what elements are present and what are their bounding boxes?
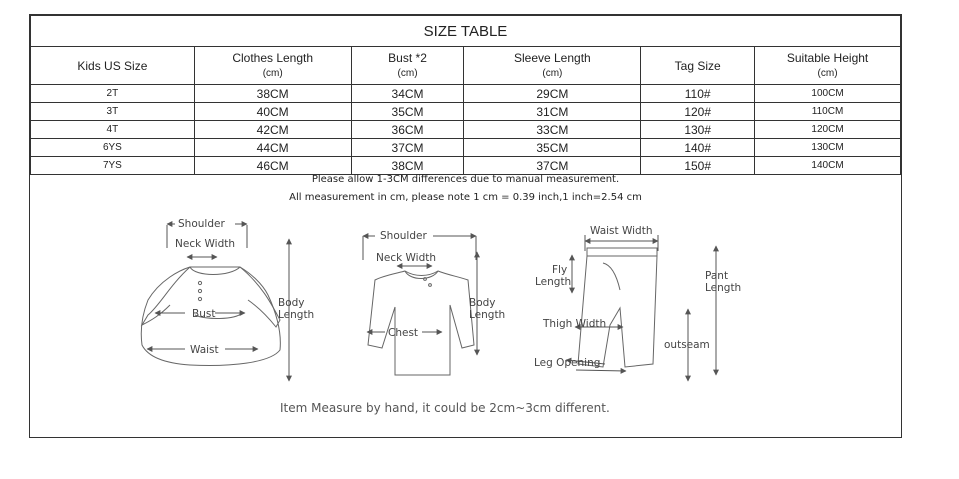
label-shirt-body: Body <box>469 297 496 309</box>
cell-size: 7YS <box>30 156 195 175</box>
header-bust: Bust *2(cm) <box>350 46 465 85</box>
label-dress-neck: Neck Width <box>175 238 235 250</box>
label-pants-waist: Waist Width <box>590 225 653 237</box>
size-chart-frame: SIZE TABLE Kids US Size Clothes Length(c… <box>29 14 902 438</box>
cell-sleeve: 29CM <box>463 84 642 103</box>
label-pants-thigh: Thigh Width <box>542 318 606 330</box>
size-table: SIZE TABLE Kids US Size Clothes Length(c… <box>30 15 901 175</box>
pants-illustration <box>577 247 658 368</box>
label-shirt-chest: Chest <box>388 327 418 339</box>
label-dress-bust: Bust <box>192 308 215 320</box>
label-dress-shoulder: Shoulder <box>178 218 225 230</box>
cell-tag: 150# <box>640 156 756 175</box>
note-tolerance: Please allow 1-3CM differences due to ma… <box>311 174 620 185</box>
label-dress-body: Body <box>278 297 305 309</box>
table-row: 7YS 46CM 38CM 37CM 150# 140CM <box>30 156 901 175</box>
header-size: Kids US Size <box>30 46 195 85</box>
note-conversion: All measurement in cm, please note 1 cm … <box>289 192 642 203</box>
label-pants-pant: Pant <box>705 270 728 282</box>
label-dress-waist: Waist <box>190 344 219 356</box>
label-pants-outseam: outseam <box>664 339 710 351</box>
label-pants-leg: Leg Opening <box>534 357 600 369</box>
cell-bust: 38CM <box>350 156 465 175</box>
cell-height: 140CM <box>754 156 901 175</box>
garment-diagrams: Shoulder Neck Width Bust Waist Body Leng… <box>140 218 741 382</box>
label-shirt-length: Length <box>469 309 505 321</box>
label-dress-length: Length <box>278 309 314 321</box>
table-title: SIZE TABLE <box>30 15 901 47</box>
label-pants-fly-length: Length <box>535 276 571 288</box>
table-row: 3T 40CM 35CM 31CM 120# 110CM <box>30 102 901 121</box>
table-row: 2T 38CM 34CM 29CM 110# 100CM <box>30 84 901 103</box>
header-sleeve-length: Sleeve Length(cm) <box>463 46 642 85</box>
cell-sleeve: 37CM <box>463 156 642 175</box>
label-pants-pant-length: Length <box>705 282 741 294</box>
footer-note: Item Measure by hand, it could be 2cm~3c… <box>280 401 610 415</box>
dress-illustration <box>140 266 281 366</box>
shirt-illustration <box>367 270 475 376</box>
cell-bust: 35CM <box>350 102 465 121</box>
label-pants-fly: Fly <box>552 264 567 276</box>
header-tag-size: Tag Size <box>640 46 756 85</box>
label-shirt-shoulder: Shoulder <box>380 230 427 242</box>
label-shirt-neck: Neck Width <box>376 252 436 264</box>
